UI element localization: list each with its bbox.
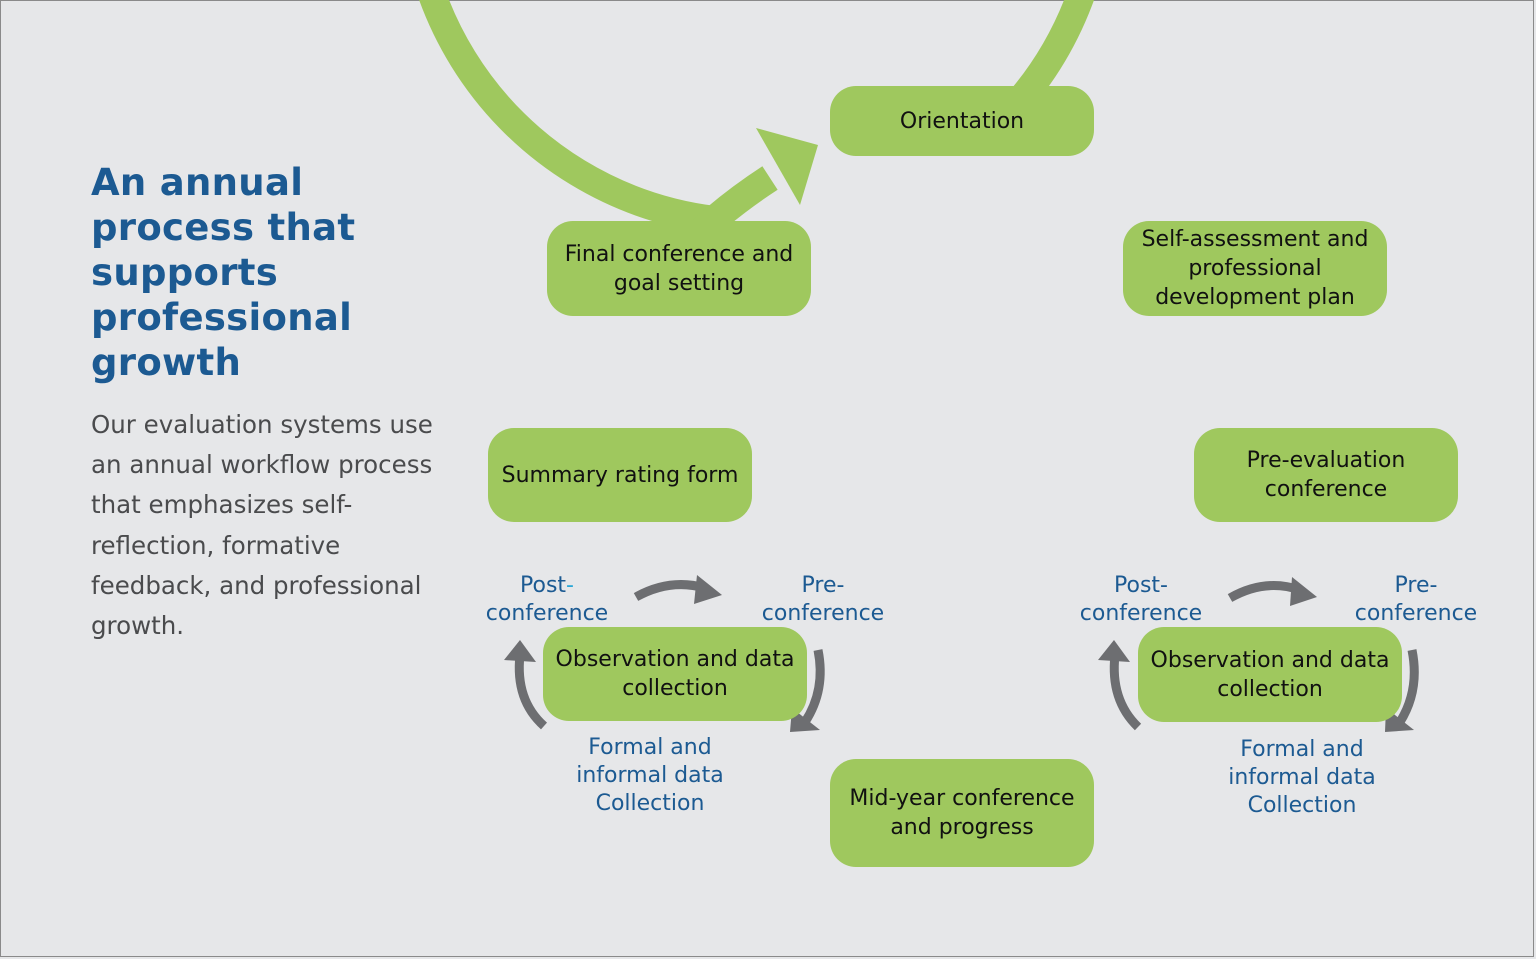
left-formal-line3: Collection [595, 791, 705, 816]
step-summary-rating-form: Summary rating form [488, 428, 752, 522]
right-formal-line3: Collection [1247, 793, 1357, 818]
right-post-line1: Post- [1114, 573, 1168, 598]
right-pre-conference-label: Pre- conference [1343, 572, 1489, 628]
right-pre-line1: Pre- [1394, 573, 1438, 598]
left-pre-line1: Pre- [801, 573, 845, 598]
step-final-conference: Final conference and goal setting [547, 221, 811, 316]
right-arrowhead-3-icon [1098, 640, 1130, 662]
left-formal-line2: informal data [576, 763, 724, 788]
left-arrow-pre-to-formal [801, 649, 825, 725]
left-arrowhead-3-icon [504, 640, 536, 662]
left-post-conference-label: Post- conference [474, 572, 620, 628]
right-pre-line2: conference [1354, 601, 1478, 626]
right-arrow-pre-to-formal [1396, 649, 1419, 725]
step-self-assessment: Self-assessment and professional develop… [1123, 221, 1387, 316]
step-mid-year-conference: Mid-year conference and progress [830, 759, 1094, 867]
left-post-hyphen: - [566, 573, 574, 598]
left-pre-line2: conference [761, 601, 885, 626]
right-formal-line2: informal data [1228, 765, 1376, 790]
right-arrowhead-1-icon [1290, 577, 1317, 606]
step-pre-evaluation-conference: Pre-evaluation conference [1194, 428, 1458, 522]
right-formal-line1: Formal and [1240, 737, 1364, 762]
step-observation-right: Observation and data collection [1138, 627, 1402, 722]
left-formal-informal-label: Formal and informal data Collection [560, 734, 740, 818]
left-formal-line1: Formal and [588, 735, 712, 760]
right-post-conference-label: Post- conference [1068, 572, 1214, 628]
right-arrow-formal-to-post [1109, 654, 1142, 731]
page-heading: An annual process that supports professi… [91, 161, 356, 384]
cycle-ring-path [419, 0, 1094, 234]
cycle-arrowhead-icon [756, 128, 818, 205]
right-post-line2: conference [1079, 601, 1203, 626]
description-text: Our evaluation systems use an annual wor… [91, 410, 433, 641]
left-arrow-formal-to-post [514, 654, 548, 730]
left-arrowhead-1-icon [694, 575, 722, 604]
step-observation-left: Observation and data collection [543, 627, 807, 721]
right-arrow-post-to-pre [1227, 581, 1302, 602]
step-orientation: Orientation [830, 86, 1094, 156]
left-post-line2: conference [485, 601, 609, 626]
left-arrow-post-to-pre [633, 580, 707, 601]
left-post-line1: Post [520, 573, 567, 598]
left-pre-conference-label: Pre- conference [750, 572, 896, 628]
right-formal-informal-label: Formal and informal data Collection [1212, 736, 1392, 820]
